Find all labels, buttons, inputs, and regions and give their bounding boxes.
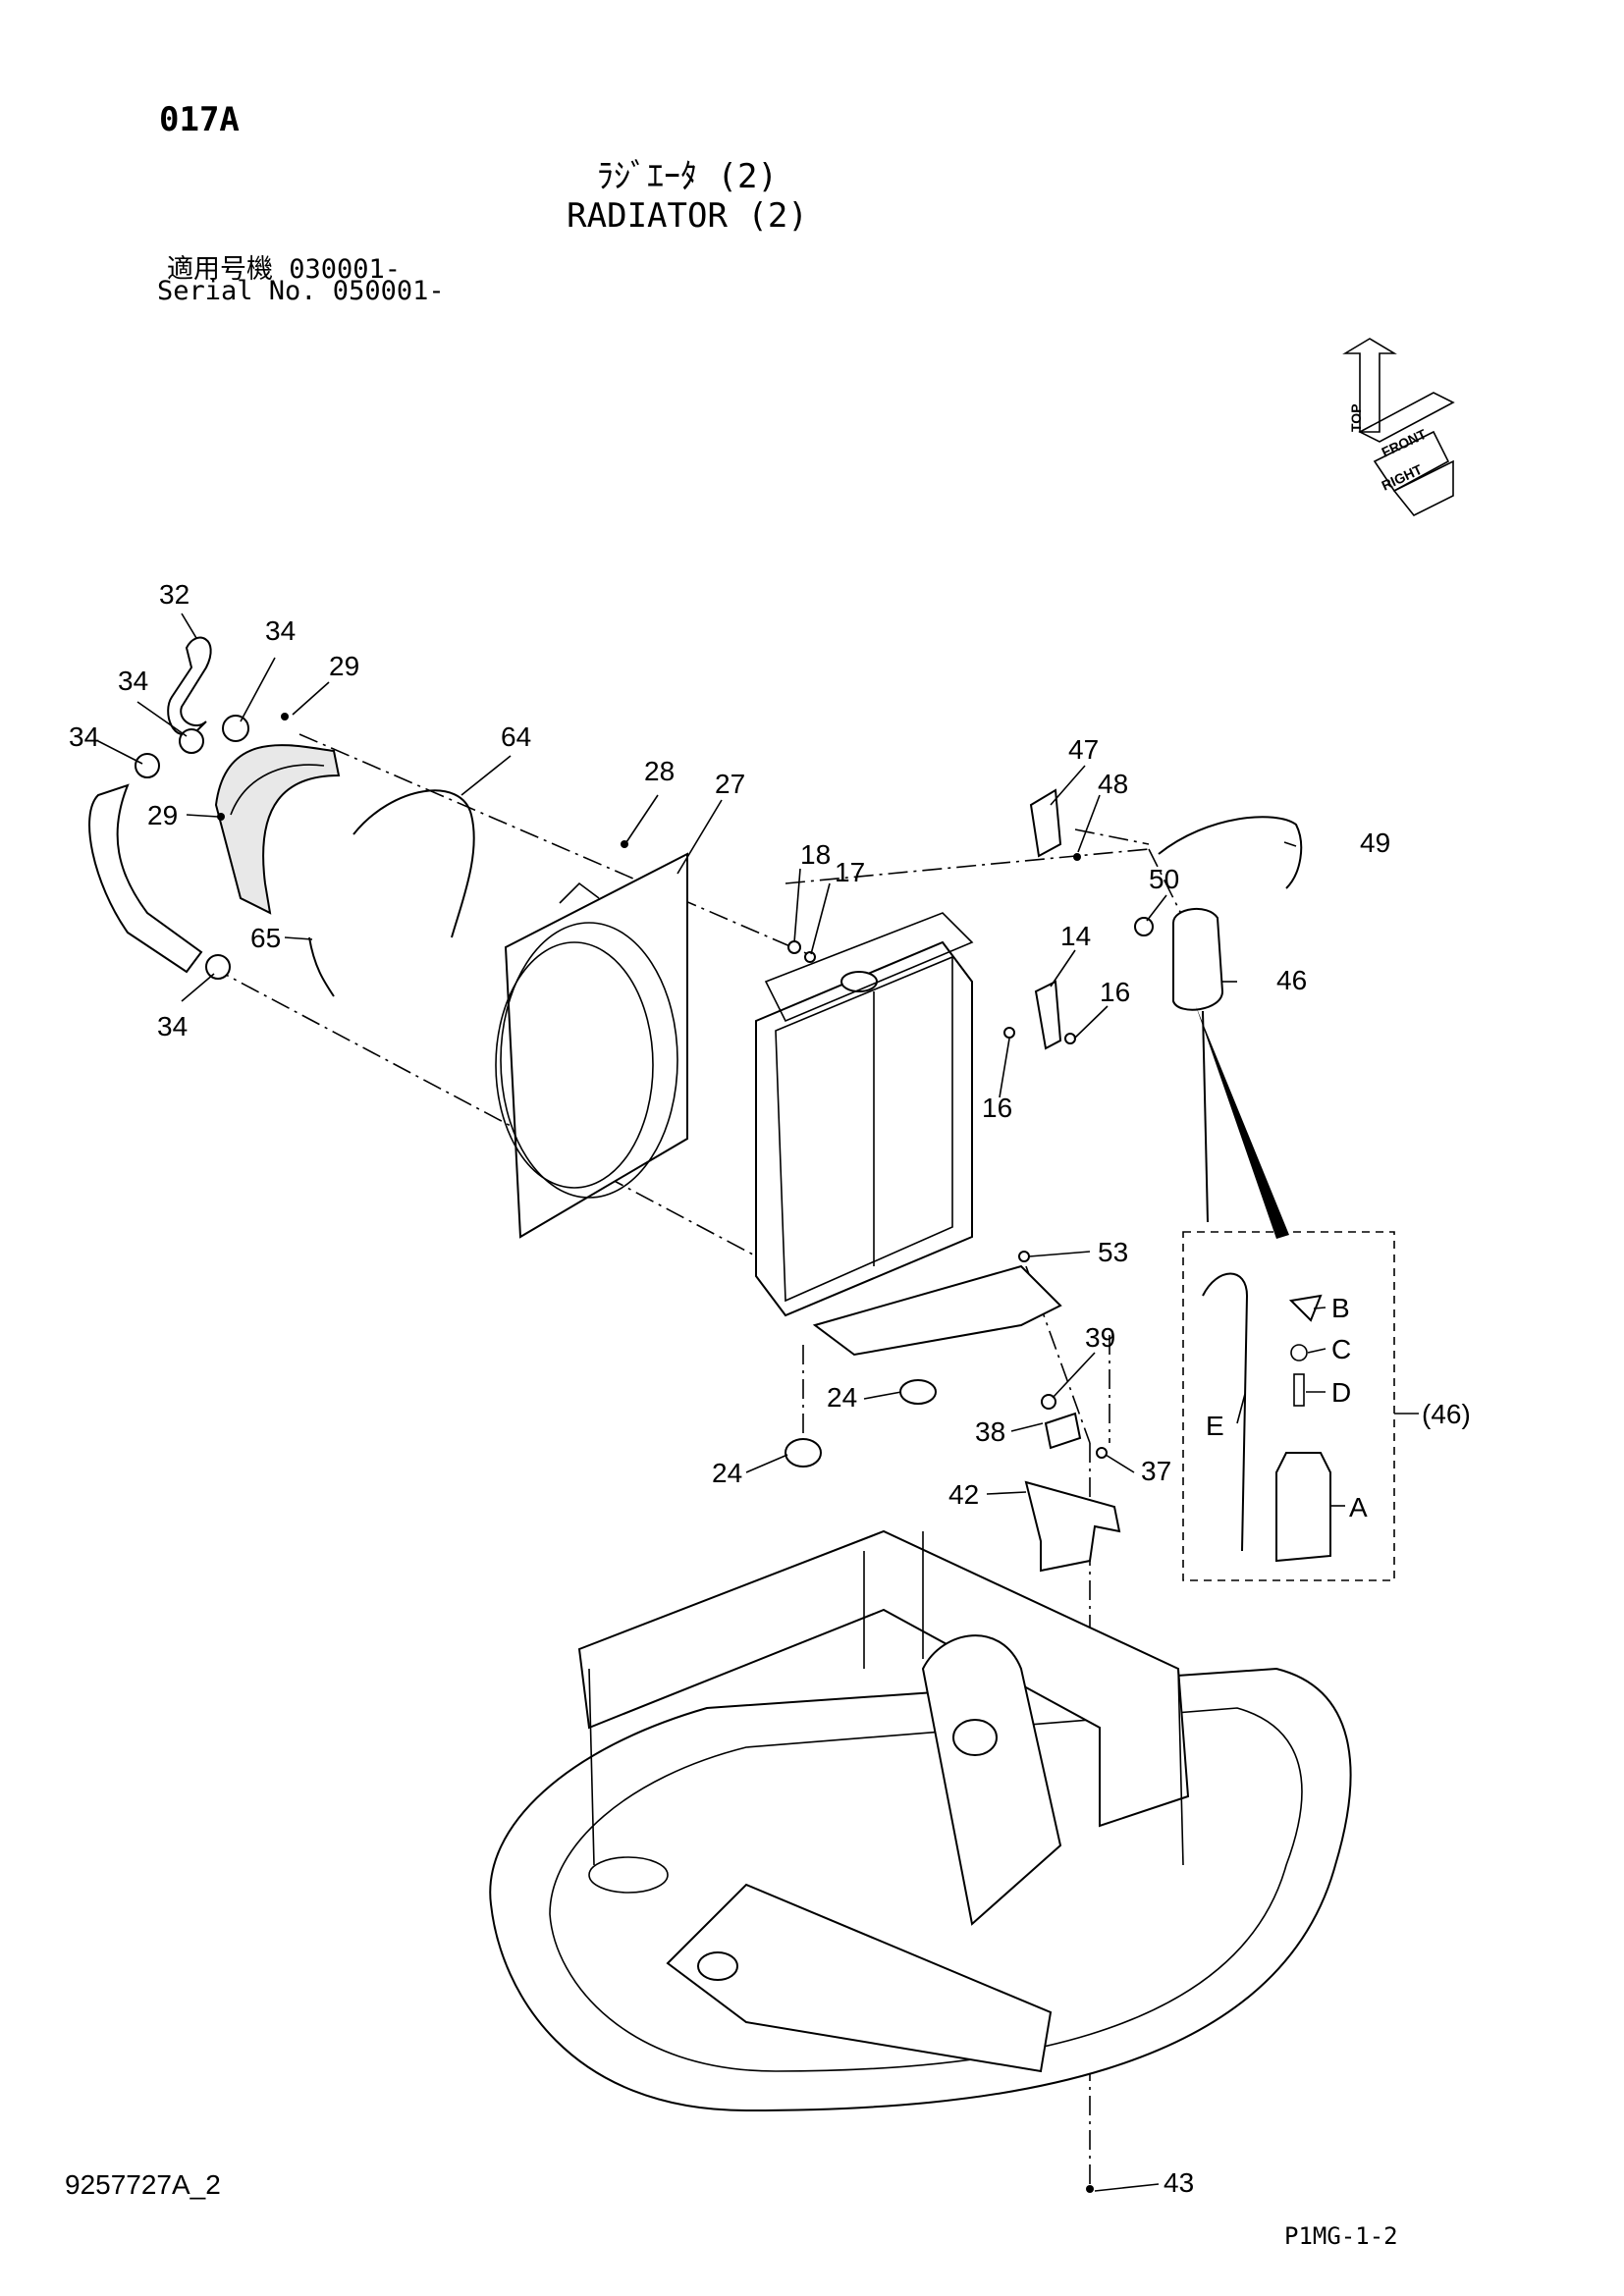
callout-29: 29 xyxy=(329,651,359,681)
rubber-mount-24b xyxy=(785,1438,822,1468)
callout-37: 37 xyxy=(1141,1456,1171,1486)
callout-B: B xyxy=(1331,1293,1350,1323)
upper-structure-frame xyxy=(489,1529,1352,2112)
hose-clamps-34 xyxy=(135,715,249,980)
small-hardware xyxy=(217,713,1154,2193)
seal-strip-64 xyxy=(352,789,475,938)
rubber-mount-24a xyxy=(899,1379,937,1405)
callout-14: 14 xyxy=(1060,921,1091,951)
callout-24: 24 xyxy=(827,1382,857,1413)
callout-27: 27 xyxy=(715,769,745,799)
overflow-hose-49 xyxy=(1158,816,1303,1223)
page-reference: P1MG-1-2 xyxy=(1284,2222,1398,2250)
callout-24: 24 xyxy=(712,1458,742,1488)
upper-hose-32 xyxy=(167,636,212,736)
callout-17: 17 xyxy=(835,857,865,887)
callout-16: 16 xyxy=(982,1093,1012,1123)
serial-range-english: Serial No. 050001- xyxy=(157,276,445,306)
leader-wedge xyxy=(1196,1006,1289,1239)
callout-42: 42 xyxy=(948,1479,979,1510)
callout-50: 50 xyxy=(1149,864,1179,894)
fan-shroud-27 xyxy=(495,852,688,1239)
callout-32: 32 xyxy=(159,579,189,610)
radiator-core xyxy=(755,912,974,1317)
orientation-label-front: FRONT xyxy=(1380,426,1430,460)
callout-43: 43 xyxy=(1164,2167,1194,2198)
callout-53: 53 xyxy=(1098,1237,1128,1267)
callout-34: 34 xyxy=(265,615,296,646)
orientation-label-top: TOP xyxy=(1348,403,1364,432)
callout-C: C xyxy=(1331,1334,1351,1364)
callout-E: E xyxy=(1206,1411,1224,1441)
title-japanese: ﾗｼﾞｴｰﾀ (2) xyxy=(597,157,778,196)
bracket-42 xyxy=(1024,1480,1121,1573)
document-code: 9257727A_2 xyxy=(65,2169,221,2200)
callout-64: 64 xyxy=(501,721,531,752)
reserve-tank-detail-box xyxy=(1182,1231,1395,1581)
callout-65: 65 xyxy=(250,923,281,953)
callout-48: 48 xyxy=(1098,769,1128,799)
callout-39: 39 xyxy=(1085,1322,1115,1353)
serial-range-japanese: 適用号機 030001- xyxy=(167,254,402,285)
callout-labels: 32 34 29 34 34 29 64 65 34 28 27 18 17 4… xyxy=(69,579,1471,2198)
callout-34: 34 xyxy=(118,666,148,696)
title-english: RADIATOR (2) xyxy=(567,196,808,236)
callout-49: 49 xyxy=(1360,828,1390,858)
bracket-14 xyxy=(1034,980,1062,1050)
lower-hose xyxy=(88,783,203,974)
callout-16: 16 xyxy=(1100,977,1130,1007)
callout-18: 18 xyxy=(800,839,831,870)
orientation-cube-icon: TOP FRONT RIGHT xyxy=(1342,338,1455,517)
reserve-tank-46 xyxy=(1172,907,1224,1011)
callout-47: 47 xyxy=(1068,734,1099,765)
callout-28: 28 xyxy=(644,756,675,786)
fan-guard-screen xyxy=(214,744,341,915)
orientation-label-right: RIGHT xyxy=(1380,461,1426,494)
callout-D: D xyxy=(1331,1377,1351,1408)
seal-strip-65 xyxy=(308,936,335,997)
radiator-under-cover xyxy=(812,1264,1062,1357)
bracket-47 xyxy=(1029,788,1062,858)
callout-46-detail: (46) xyxy=(1422,1399,1471,1429)
callout-38: 38 xyxy=(975,1416,1005,1447)
callout-46: 46 xyxy=(1276,965,1307,995)
callout-29: 29 xyxy=(147,800,178,830)
callout-34: 34 xyxy=(69,721,99,752)
callout-A: A xyxy=(1349,1492,1368,1522)
callout-leaders xyxy=(97,613,1419,2192)
bracket-38 xyxy=(1044,1412,1082,1450)
callout-34: 34 xyxy=(157,1011,188,1041)
page-code: 017A xyxy=(159,100,240,139)
